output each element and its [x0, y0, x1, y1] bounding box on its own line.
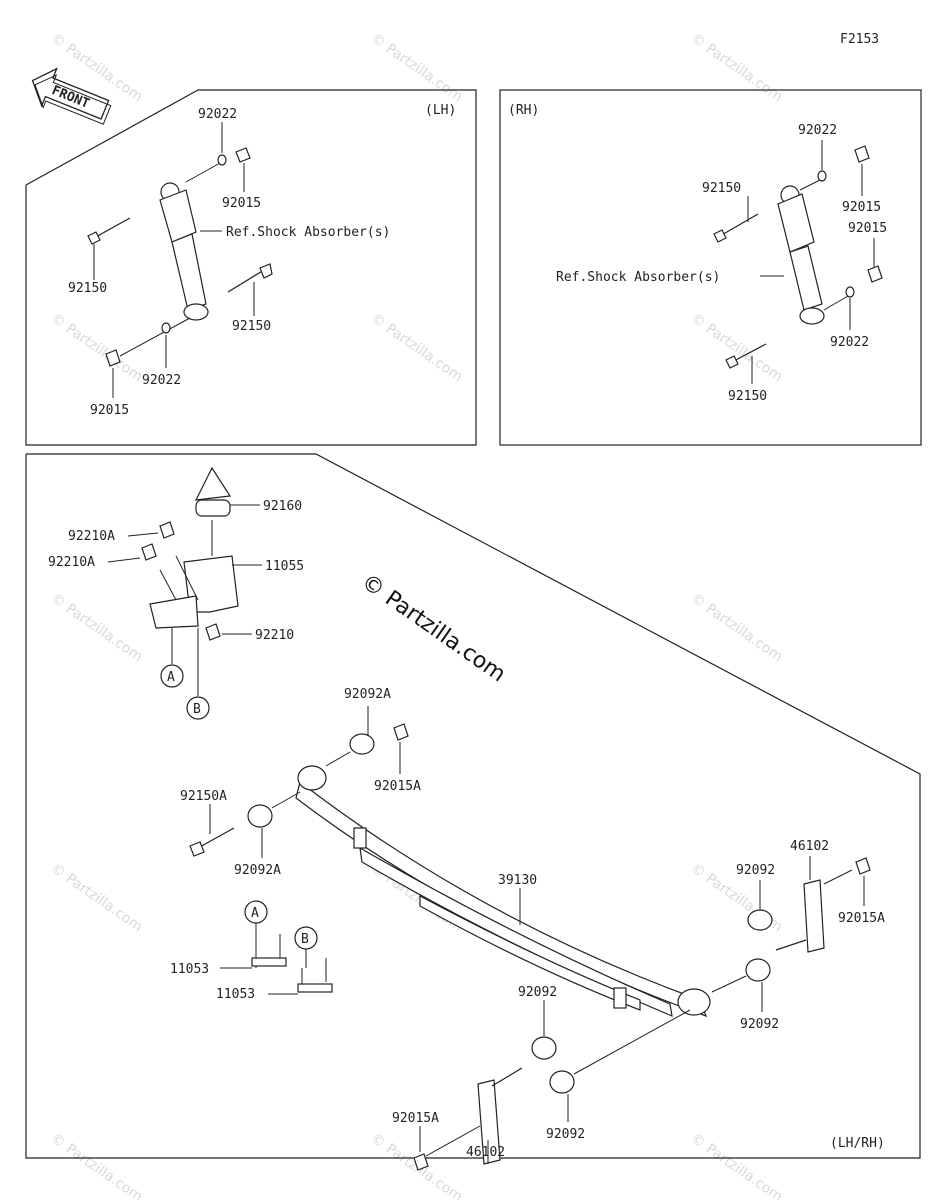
callout-92022: 92022: [830, 335, 869, 350]
callout-46102: 46102: [790, 839, 829, 854]
callout-92092: 92092: [740, 1017, 779, 1032]
watermark: © Partzilla.com: [688, 1130, 786, 1200]
bump-stop-icon: [194, 466, 232, 517]
reference-a: A: [251, 906, 259, 921]
watermark: © Partzilla.com: [688, 310, 786, 385]
washer-icon: [817, 170, 827, 182]
callout-11053: 11053: [170, 962, 209, 977]
watermark: © Partzilla.com: [688, 30, 786, 105]
callout-92015: 92015: [222, 196, 261, 211]
washer-icon: [161, 322, 171, 334]
nut-icon: [854, 145, 870, 163]
callout-46102: 46102: [466, 1145, 505, 1160]
watermark: © Partzilla.com: [368, 30, 466, 105]
callout-92015a: 92015A: [392, 1111, 439, 1126]
callout-92150: 92150: [232, 319, 271, 334]
bolt-icon: [93, 217, 131, 239]
ref-shock-rh: Ref.Shock Absorber(s): [556, 270, 720, 285]
diagram-code: F2153: [840, 32, 879, 47]
shackle-icon: [477, 1067, 523, 1165]
bolt-icon: [719, 213, 759, 237]
callout-92015: 92015: [848, 221, 887, 236]
watermark: © Partzilla.com: [48, 860, 146, 935]
rh-panel: (RH) 92022 92015 92015 92150 Ref.Shock A…: [499, 89, 922, 446]
reference-b: B: [301, 932, 309, 947]
callout-92015a: 92015A: [838, 911, 885, 926]
callout-92150a: 92150A: [180, 789, 227, 804]
callout-11055: 11055: [265, 559, 304, 574]
shackle-icon: [775, 879, 825, 953]
callout-92092: 92092: [736, 863, 775, 878]
bushing-icon: [247, 804, 273, 828]
reference-a-icon: [244, 900, 268, 924]
callout-92092a: 92092A: [344, 687, 391, 702]
shock-absorber-lh: [159, 182, 209, 321]
nut-icon: [205, 623, 221, 641]
reference-b: B: [193, 702, 201, 717]
nut-icon: [159, 521, 175, 539]
bushing-icon: [349, 733, 375, 755]
lh-panel: (LH) 92022 92015 92150 Ref.Shock Absorbe…: [25, 89, 477, 446]
ref-shock-lh: Ref.Shock Absorber(s): [226, 225, 390, 240]
callout-92210a: 92210A: [48, 555, 95, 570]
watermark: © Partzilla.com: [48, 590, 146, 665]
bottom-title: (LH/RH): [830, 1136, 885, 1151]
nut-icon: [867, 265, 883, 283]
callout-92022: 92022: [198, 107, 237, 122]
u-bolt-icon: [297, 958, 333, 993]
watermark: © Partzilla.com: [48, 310, 146, 385]
callout-92160: 92160: [263, 499, 302, 514]
callout-92015a: 92015A: [374, 779, 421, 794]
bushing-icon: [531, 1036, 557, 1060]
callout-92022: 92022: [798, 123, 837, 138]
watermark-main: © Partzilla.com: [357, 569, 510, 687]
reference-a: A: [167, 670, 175, 685]
callout-92150: 92150: [702, 181, 741, 196]
washer-icon: [845, 286, 855, 298]
reference-b-icon: [186, 696, 210, 720]
callout-92210: 92210: [255, 628, 294, 643]
watermark: © Partzilla.com: [48, 1130, 146, 1200]
bolt-icon: [731, 343, 767, 363]
callout-92150: 92150: [68, 281, 107, 296]
callout-92150: 92150: [728, 389, 767, 404]
callout-92092a: 92092A: [234, 863, 281, 878]
leaf-spring-panel: (LH/RH) © Partzilla.com 92160 11055 9221…: [25, 453, 921, 1171]
bolt-icon: [197, 827, 235, 849]
reference-b-icon: [294, 926, 318, 950]
bolt-icon: [227, 269, 265, 293]
callout-92015: 92015: [90, 403, 129, 418]
washer-icon: [217, 154, 227, 166]
rh-title: (RH): [508, 103, 539, 118]
bushing-icon: [747, 909, 773, 931]
callout-92092: 92092: [546, 1127, 585, 1142]
callout-92022: 92022: [142, 373, 181, 388]
bushing-icon: [549, 1070, 575, 1094]
nut-icon: [235, 147, 251, 163]
watermark: © Partzilla.com: [368, 310, 466, 385]
shock-absorber-rh: [777, 185, 825, 325]
callout-92210a: 92210A: [68, 529, 115, 544]
u-bolt-icon: [251, 934, 287, 968]
leaf-spring-icon: [295, 765, 711, 1018]
callout-92092: 92092: [518, 985, 557, 1000]
nut-icon: [855, 857, 871, 875]
nut-icon: [141, 543, 157, 561]
lh-title: (LH): [425, 103, 456, 118]
bracket-icon: [149, 555, 239, 629]
reference-a-icon: [160, 664, 184, 688]
callout-11053: 11053: [216, 987, 255, 1002]
nut-icon: [393, 723, 409, 741]
callout-92015: 92015: [842, 200, 881, 215]
nut-icon: [105, 349, 121, 367]
watermark: © Partzilla.com: [688, 590, 786, 665]
bushing-icon: [745, 958, 771, 982]
nut-icon: [413, 1153, 429, 1171]
callout-39130: 39130: [498, 873, 537, 888]
